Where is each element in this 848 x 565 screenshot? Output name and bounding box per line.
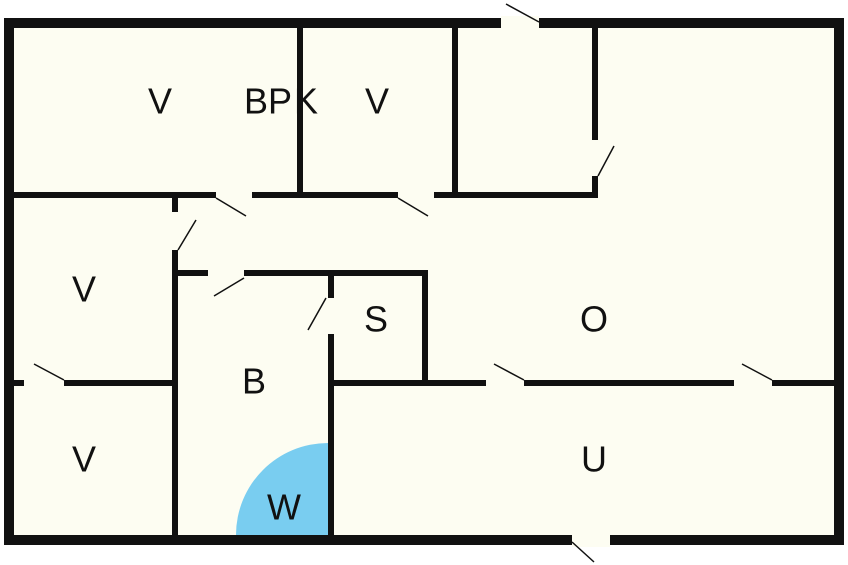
door-gap-v1: [216, 190, 252, 200]
wall-v1-bpk-divider: [297, 24, 303, 196]
door-gap-v3: [170, 212, 180, 250]
door-leaf-top-entrance: [505, 3, 540, 23]
door-gap-closet: [590, 140, 600, 176]
door-leaf-v1: [215, 197, 247, 217]
door-gap-top-entrance: [501, 16, 539, 30]
outer-wall-top: [4, 18, 844, 28]
outer-wall-bottom: [4, 535, 844, 545]
door-gap-u-left: [486, 378, 524, 388]
door-leaf-u-right: [741, 363, 773, 381]
room-label-o: O: [580, 299, 608, 340]
door-leaf-v3: [177, 219, 197, 251]
door-leaf-s: [307, 297, 327, 331]
door-leaf-v4: [33, 363, 65, 381]
wall-u-top: [330, 380, 838, 386]
door-leaf-b: [213, 277, 245, 297]
wc-marker: [236, 443, 328, 535]
wall-bpk-v2-divider: [452, 24, 458, 196]
door-gap-v2: [398, 190, 434, 200]
room-label-v3: V: [72, 269, 96, 310]
room-label-w: W: [267, 487, 301, 528]
wall-left-stack-right: [172, 196, 178, 538]
wall-s-right: [422, 270, 428, 386]
room-label-s: S: [364, 299, 388, 340]
room-label-v2: V: [365, 81, 389, 122]
door-gap-s: [326, 298, 336, 334]
wall-v3-v4-divider: [10, 380, 176, 386]
room-label-bp: BP: [244, 81, 292, 122]
door-gap-v4: [24, 378, 64, 388]
room-label-v4: V: [72, 439, 96, 480]
room-label-k: K: [294, 81, 318, 122]
wall-b-right: [328, 270, 334, 538]
room-label-v1: V: [148, 81, 172, 122]
door-leaf-u-left: [493, 363, 525, 381]
outer-wall-right: [834, 18, 844, 545]
room-label-b: B: [242, 361, 266, 402]
door-gap-b: [208, 268, 244, 278]
wall-closet-right: [592, 24, 598, 198]
wall-top-rooms-bottom: [10, 192, 598, 198]
door-leaf-closet: [597, 145, 615, 177]
door-leaf-bottom-exit: [571, 541, 595, 563]
door-gap-bottom-exit: [572, 533, 610, 547]
door-gap-u-right: [734, 378, 772, 388]
door-leaf-v2: [397, 197, 429, 217]
room-label-u: U: [581, 439, 607, 480]
wall-b-top: [176, 270, 428, 276]
outer-wall-left: [4, 18, 14, 545]
